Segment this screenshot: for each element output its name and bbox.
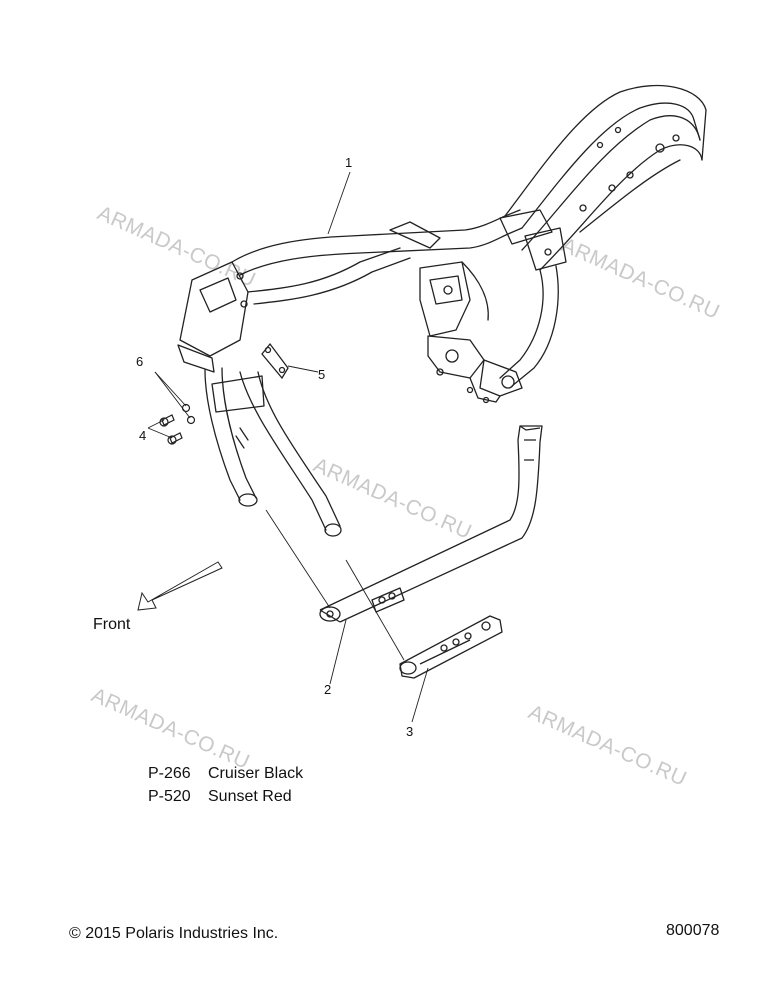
front-label: Front xyxy=(93,616,131,633)
copyright-text: © 2015 Polaris Industries Inc. xyxy=(69,925,279,942)
paint-color-name: Cruiser Black xyxy=(208,765,304,782)
paint-color-name: Sunset Red xyxy=(208,788,292,805)
diagram-number: 800078 xyxy=(666,922,720,939)
watermark-5: ARMADA-CO.RU xyxy=(525,701,690,791)
lower-frame-rail xyxy=(319,425,543,623)
paint-code-row: P-520 Sunset Red xyxy=(148,788,292,806)
paint-code: P-520 xyxy=(148,788,191,805)
front-arrow-icon xyxy=(137,561,223,611)
paint-code-row: P-266 Cruiser Black xyxy=(148,765,303,783)
callout-3: 3 xyxy=(406,724,413,739)
paint-code: P-266 xyxy=(148,765,191,782)
callout-4: 4 xyxy=(139,428,146,443)
strap-part xyxy=(261,342,289,380)
watermark-2: ARMADA-CO.RU xyxy=(558,234,723,324)
watermark-3: ARMADA-CO.RU xyxy=(310,454,475,544)
callout-2: 2 xyxy=(324,682,331,697)
main-frame xyxy=(177,85,707,537)
callout-6: 6 xyxy=(136,354,143,369)
callout-5: 5 xyxy=(318,367,325,382)
frame-bracket xyxy=(399,615,503,679)
fasteners xyxy=(159,403,196,445)
callout-1: 1 xyxy=(345,155,352,170)
watermark-4: ARMADA-CO.RU xyxy=(88,684,253,774)
watermark-1: ARMADA-CO.RU xyxy=(94,202,259,292)
leader-lines xyxy=(147,171,429,723)
